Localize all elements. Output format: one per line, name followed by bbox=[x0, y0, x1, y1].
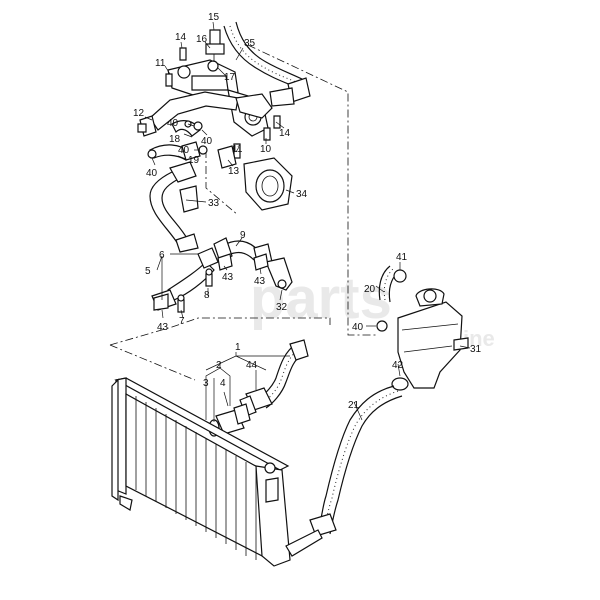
small-hose-18-19[interactable] bbox=[149, 120, 201, 161]
label-15: 15 bbox=[208, 12, 220, 23]
label-43-mid: 43 bbox=[222, 272, 234, 283]
label-32: 32 bbox=[276, 302, 288, 313]
label-44: 44 bbox=[246, 360, 258, 371]
label-1: 1 bbox=[235, 342, 241, 353]
label-9: 9 bbox=[240, 230, 246, 241]
label-10: 10 bbox=[260, 144, 272, 155]
label-21: 21 bbox=[348, 400, 360, 411]
coolant-pipe-upper[interactable] bbox=[139, 91, 273, 137]
label-41: 41 bbox=[396, 252, 408, 263]
label-17: 17 bbox=[224, 72, 236, 83]
label-40-d: 40 bbox=[146, 168, 158, 179]
label-5: 5 bbox=[145, 266, 151, 277]
clips-43[interactable] bbox=[153, 253, 269, 311]
label-12: 12 bbox=[133, 108, 145, 119]
temperature-sensor[interactable] bbox=[205, 29, 225, 62]
hose-33[interactable] bbox=[149, 161, 199, 253]
label-7: 7 bbox=[179, 316, 185, 327]
label-20: 20 bbox=[364, 284, 376, 295]
label-42: 42 bbox=[392, 360, 404, 371]
label-43-right: 43 bbox=[254, 276, 266, 287]
housing-34[interactable] bbox=[243, 157, 293, 211]
label-14-top: 14 bbox=[175, 32, 187, 43]
clips-40-41-42[interactable] bbox=[376, 269, 409, 391]
label-40-c: 40 bbox=[178, 145, 190, 156]
coupling-44[interactable] bbox=[239, 387, 273, 417]
hose-13[interactable] bbox=[217, 145, 237, 169]
label-11-right: 11 bbox=[232, 144, 243, 155]
label-13: 13 bbox=[228, 166, 240, 177]
radiator[interactable] bbox=[111, 377, 323, 567]
label-43-left: 43 bbox=[157, 322, 169, 333]
label-40-a: 40 bbox=[167, 118, 179, 129]
label-4: 4 bbox=[220, 378, 226, 389]
label-2: 2 bbox=[216, 360, 222, 371]
label-16: 16 bbox=[196, 34, 208, 45]
part-labels: 15 14 16 35 11 17 12 40 18 40 40 19 40 1… bbox=[133, 12, 482, 411]
label-40-b: 40 bbox=[201, 136, 213, 147]
label-11-left: 11 bbox=[155, 58, 166, 69]
label-8: 8 bbox=[204, 290, 210, 301]
label-19: 19 bbox=[188, 155, 200, 166]
label-3: 3 bbox=[203, 378, 209, 389]
expansion-tank-31[interactable] bbox=[397, 288, 469, 389]
pipe-32[interactable] bbox=[265, 257, 293, 291]
label-35: 35 bbox=[244, 38, 256, 49]
label-34: 34 bbox=[296, 189, 308, 200]
label-31: 31 bbox=[470, 344, 482, 355]
label-33: 33 bbox=[208, 198, 220, 209]
label-18: 18 bbox=[169, 134, 181, 145]
label-40-e: 40 bbox=[352, 322, 364, 333]
clips-40-upper[interactable] bbox=[147, 120, 208, 159]
hose-35[interactable] bbox=[223, 21, 311, 107]
leader-lines bbox=[144, 21, 471, 422]
label-6: 6 bbox=[159, 250, 165, 261]
bolts-7-8[interactable] bbox=[177, 268, 213, 313]
label-14-right: 14 bbox=[279, 128, 291, 139]
